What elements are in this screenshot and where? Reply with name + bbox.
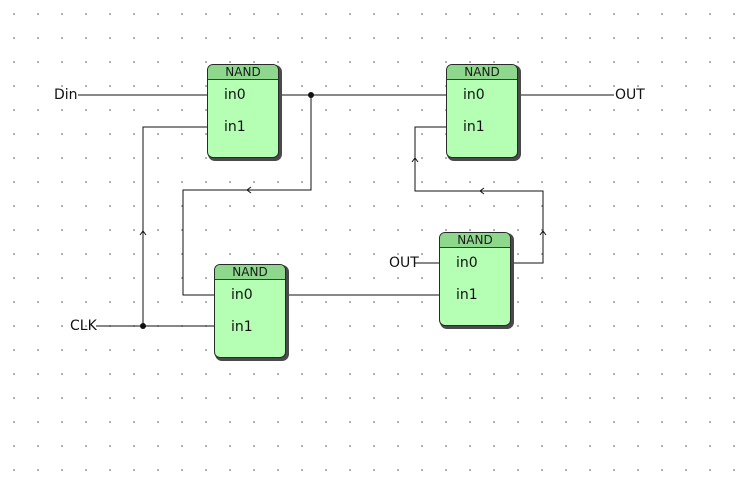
wire-gate1-to-gate3-in0[interactable] — [182, 95, 312, 296]
wire-clk-to-gate1-in1[interactable] — [142, 126, 208, 326]
wire-gate4-to-gate2-in1[interactable] — [414, 126, 544, 264]
gate-type-label: NAND — [215, 265, 285, 280]
out-feedback-label: OUT — [389, 255, 419, 271]
arrow-left-gate1-loop — [246, 186, 252, 194]
gate-type-label: NAND — [208, 65, 278, 80]
junction-dot-clk — [140, 323, 146, 329]
gate-input-in0[interactable]: in0 — [463, 87, 485, 103]
nand-gate-2[interactable]: NAND in0 in1 — [446, 64, 518, 158]
arrow-up-gate4-loop — [539, 230, 547, 236]
gate-input-in1[interactable]: in1 — [463, 119, 485, 135]
junction-dot-gate1-out — [308, 92, 314, 98]
gate-input-in0[interactable]: in0 — [224, 87, 246, 103]
clk-label: CLK — [70, 318, 97, 334]
arrow-left-gate4-loop — [479, 187, 485, 195]
nand-gate-4[interactable]: NAND in0 in1 — [439, 232, 511, 326]
gate-input-in0[interactable]: in0 — [231, 287, 253, 303]
gate-input-in0[interactable]: in0 — [456, 255, 478, 271]
gate-type-label: NAND — [447, 65, 517, 80]
nand-gate-3[interactable]: NAND in0 in1 — [214, 264, 286, 358]
arrow-up-clk — [139, 230, 147, 236]
din-label: Din — [54, 87, 78, 103]
gate-type-label: NAND — [440, 233, 510, 248]
gate-input-in1[interactable]: in1 — [456, 287, 478, 303]
gate-input-in1[interactable]: in1 — [231, 319, 253, 335]
nand-gate-1[interactable]: NAND in0 in1 — [207, 64, 279, 158]
out-label: OUT — [615, 87, 645, 103]
arrow-up-gate2-in1 — [411, 157, 419, 163]
gate-input-in1[interactable]: in1 — [224, 119, 246, 135]
